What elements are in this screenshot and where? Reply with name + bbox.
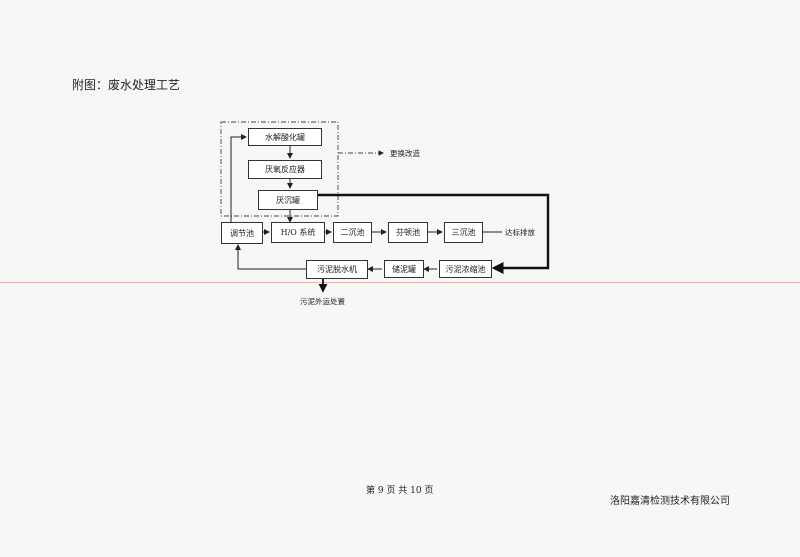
- tertiary-clarifier: 三沉池: [444, 222, 483, 243]
- company-name: 洛阳嘉清检测技术有限公司: [610, 496, 730, 507]
- hydrolysis-acidification-tank: 水解酸化罐: [248, 128, 322, 146]
- discharge-label: 达标排放: [505, 228, 535, 237]
- ho-system: H/O 系统: [271, 222, 325, 243]
- fenton-tank: 芬顿池: [388, 222, 428, 243]
- anaerobic-settler: 厌沉罐: [258, 190, 318, 210]
- scan-artifact-line: [0, 282, 800, 283]
- page-number: 第 9 页 共 10 页: [366, 486, 434, 496]
- sludge-dewatering-machine: 污泥脱水机: [306, 260, 368, 279]
- upgrade-boundary: [220, 121, 339, 217]
- sludge-storage-tank: 储泥罐: [384, 260, 424, 278]
- sludge-thickener: 污泥浓缩池: [439, 260, 492, 278]
- regulating-tank: 调节池: [221, 222, 263, 244]
- page-title: 附图：废水处理工艺: [72, 78, 181, 92]
- secondary-clarifier: 二沉池: [333, 222, 372, 243]
- anaerobic-reactor: 厌氧反应器: [248, 160, 322, 179]
- sludge-disposal-label: 污泥外运处置: [300, 297, 345, 306]
- replace-upgrade-label: 更换改造: [390, 149, 420, 158]
